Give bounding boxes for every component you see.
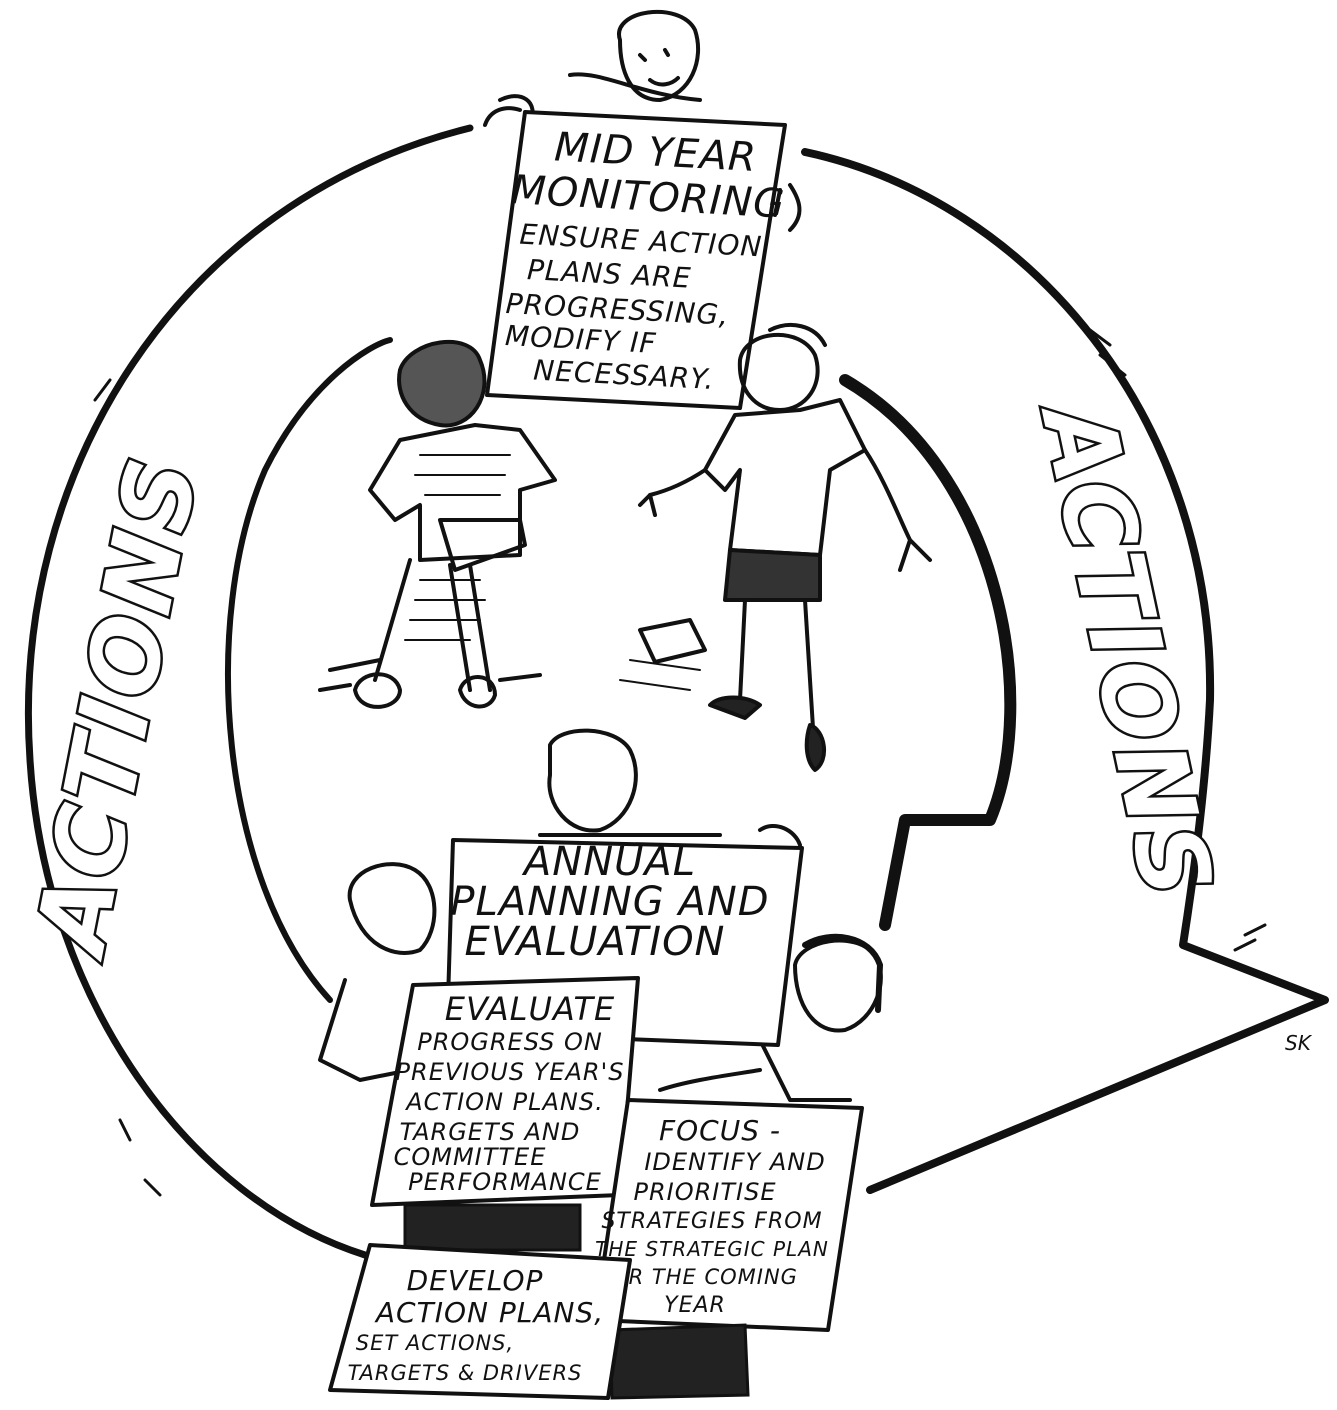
- right-actions-label: ACTIONS: [1019, 389, 1234, 910]
- left-person-writing-figure: [318, 339, 557, 709]
- focus-line-5: THE STRATEGIC PLAN: [595, 1237, 829, 1261]
- focus-line-6: FOR THE COMING: [598, 1265, 798, 1289]
- mid-year-title-line-1: MID YEAR: [553, 124, 758, 181]
- annual-title-line-2: PLANNING AND: [450, 879, 769, 925]
- annual-title-line-3: EVALUATION: [465, 919, 726, 965]
- develop-body-line-1: SET ACTIONS,: [356, 1331, 514, 1355]
- evaluate-sign: EVALUATE PROGRESS ON PREVIOUS YEAR'S ACT…: [370, 976, 640, 1207]
- focus-line-4: STRATEGIES FROM: [601, 1209, 822, 1234]
- mid-year-monitoring-sign: MID YEAR MONITORING ENSURE ACTION PLANS …: [485, 110, 787, 410]
- bottom-group-figures: [318, 728, 883, 1102]
- focus-line-7: YEAR: [664, 1293, 726, 1318]
- evaluate-title: EVALUATE: [445, 990, 615, 1028]
- evaluate-body-line-3: ACTION PLANS.: [404, 1088, 603, 1116]
- top-person-figure: [483, 9, 802, 232]
- right-person-open-arms-figure: [619, 323, 932, 772]
- evaluate-body-line-5: COMMITTEE: [394, 1143, 547, 1171]
- annual-title-line-1: ANNUAL: [521, 839, 696, 885]
- evaluate-body-line-2: PREVIOUS YEAR'S: [396, 1058, 625, 1086]
- right-cycle-arrow: [801, 148, 1329, 1194]
- focus-line-2: IDENTIFY AND: [644, 1148, 825, 1176]
- evaluate-body-line-6: PERFORMANCE: [408, 1168, 602, 1196]
- left-actions-label: ACTIONS: [13, 447, 220, 968]
- mid-year-body-line-4: MODIFY IF: [504, 319, 657, 360]
- focus-sign: FOCUS - IDENTIFY AND PRIORITISE STRATEGI…: [593, 1098, 864, 1332]
- left-cycle-arrow: [24, 124, 474, 1259]
- develop-body-line-2: TARGETS & DRIVERS: [348, 1361, 583, 1385]
- artist-signature: SK: [1285, 1031, 1313, 1055]
- develop-title-line-2: ACTION PLANS,: [374, 1296, 604, 1329]
- develop-sign: DEVELOP ACTION PLANS, SET ACTIONS, TARGE…: [328, 1203, 750, 1400]
- focus-line-1: FOCUS -: [659, 1114, 781, 1147]
- evaluate-body-line-4: TARGETS AND: [400, 1118, 581, 1146]
- develop-title-line-1: DEVELOP: [407, 1264, 544, 1297]
- focus-line-3: PRIORITISE: [633, 1178, 776, 1206]
- evaluate-body-line-1: PROGRESS ON: [417, 1028, 603, 1056]
